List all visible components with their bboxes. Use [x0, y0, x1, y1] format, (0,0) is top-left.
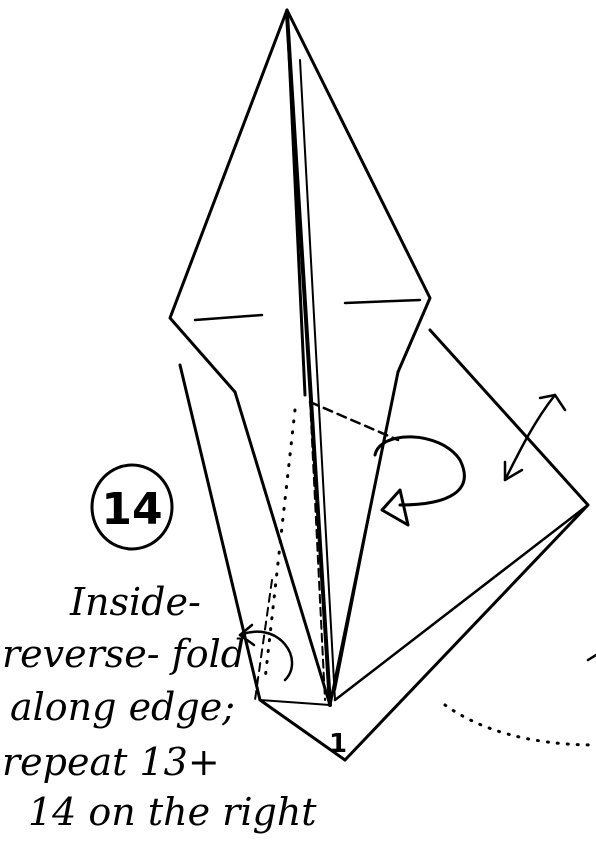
central-crease: [287, 14, 335, 705]
instruction-line-3: along edge;: [10, 685, 235, 729]
step-number-badge: 14: [92, 465, 172, 549]
instruction-line-1: Inside-: [69, 580, 201, 624]
instruction-line-4: repeat 13+: [2, 740, 220, 784]
valley-fold-line: [310, 402, 398, 440]
hidden-model-outline: [445, 705, 596, 745]
instruction-line-5: 14 on the right: [28, 790, 317, 834]
instruction-line-2: reverse- fold: [2, 632, 245, 676]
loop-arrow: [375, 437, 464, 525]
point-label: 1: [329, 729, 347, 759]
unfold-arrow: [505, 395, 565, 480]
right-flap: [330, 330, 588, 760]
step-number: 14: [101, 484, 162, 535]
edge-tick: [588, 655, 596, 660]
